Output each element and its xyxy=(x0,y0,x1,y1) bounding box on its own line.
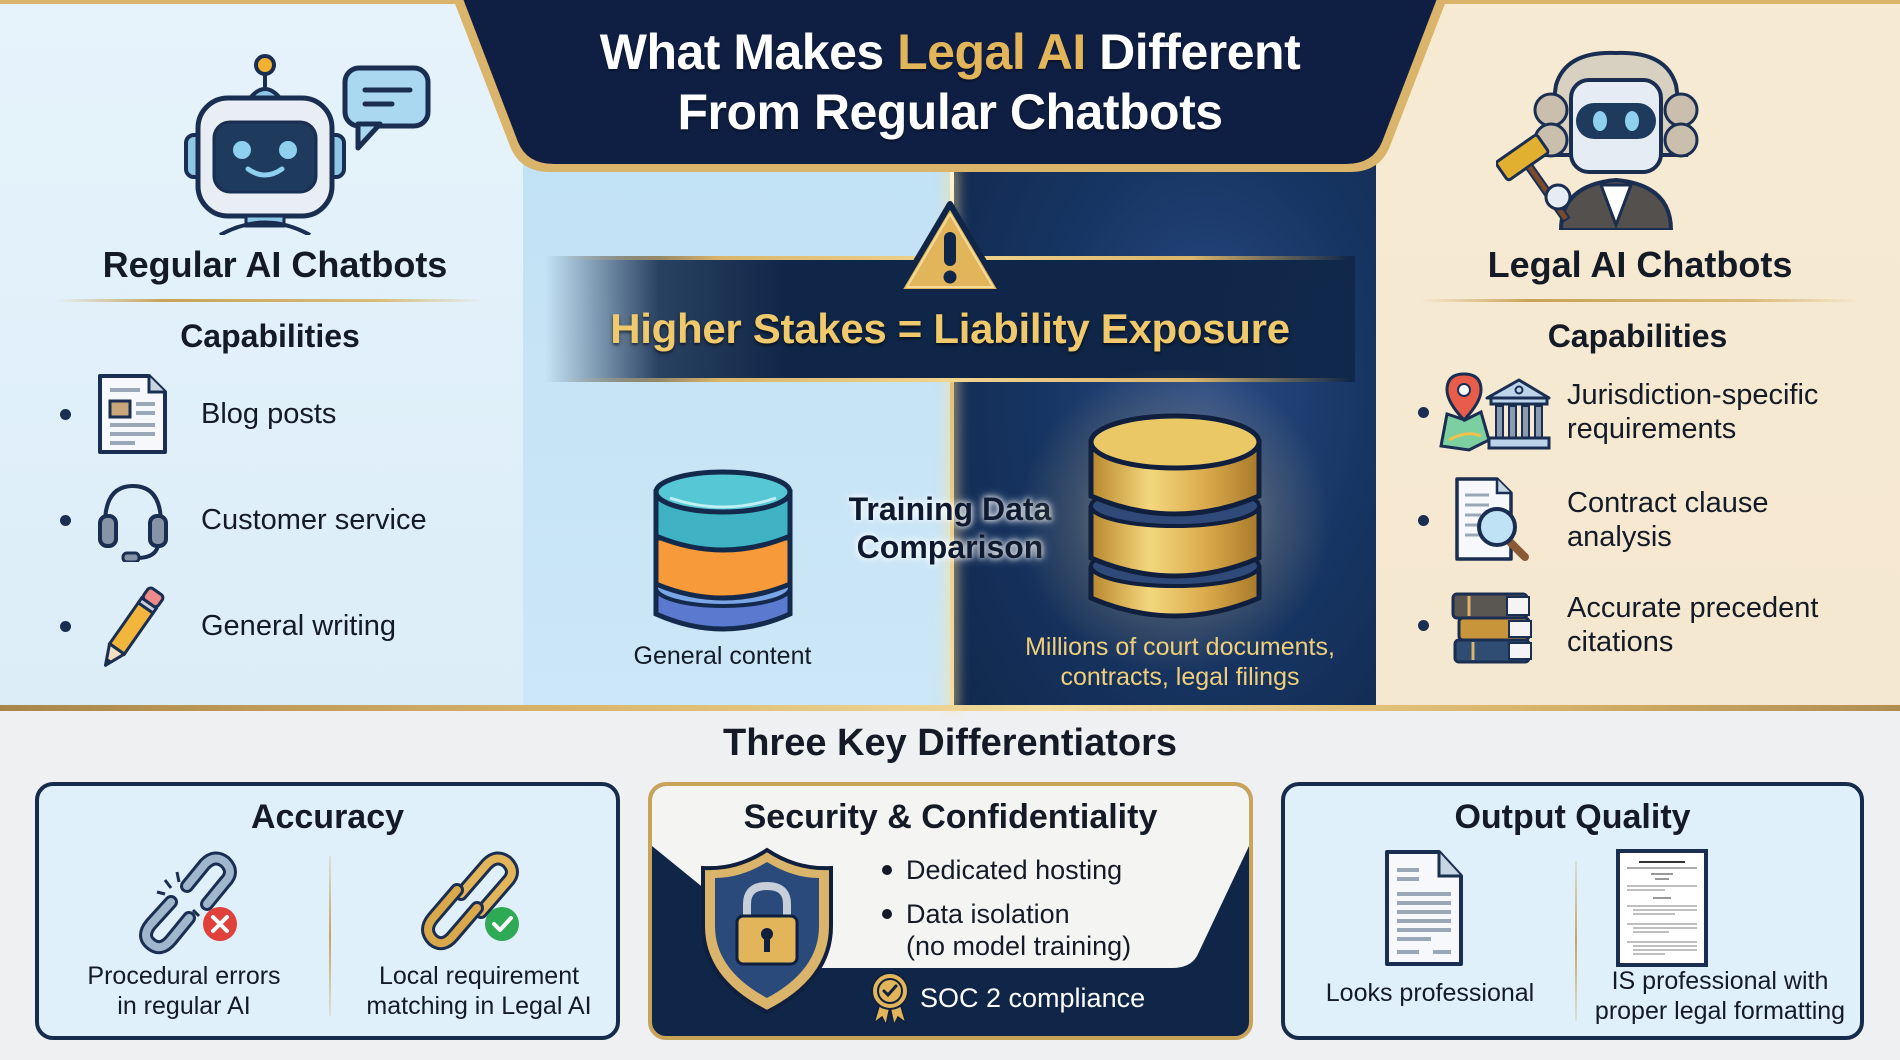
regular-capabilities-title: Capabilities xyxy=(180,318,360,354)
capability-label: Accurate precedent citations xyxy=(1567,591,1818,659)
capability-line1: Contract clause xyxy=(1567,487,1769,519)
title-banner: What Makes Legal AI Different From Regul… xyxy=(450,0,1450,176)
headset-icon xyxy=(95,478,171,562)
accuracy-title: Accuracy xyxy=(250,798,405,836)
capability-line1: Accurate precedent xyxy=(1567,592,1819,624)
accuracy-card: Accuracy Procedural errors in regular AI xyxy=(35,782,620,1040)
legal-capability-item: Contract clause analysis xyxy=(1418,475,1769,565)
accuracy-right-caption: Local requirement matching in Legal AI xyxy=(339,961,619,1021)
accuracy-separator xyxy=(329,856,331,1016)
security-bullet-line2: (no model training) xyxy=(906,931,1132,961)
broken-chain-icon xyxy=(127,846,247,961)
bullet-dot xyxy=(1418,406,1429,418)
books-icon xyxy=(1439,582,1551,668)
legal-content-line1: Millions of court documents, xyxy=(1025,633,1335,661)
document-icon xyxy=(95,372,171,456)
output-right-caption: IS professional with proper legal format… xyxy=(1580,966,1860,1026)
capability-label: Blog posts xyxy=(201,398,337,430)
regular-ai-heading: Regular AI Chatbots xyxy=(102,244,448,285)
caption-line2: in regular AI xyxy=(117,992,251,1020)
general-content-label: General content xyxy=(633,642,812,670)
title-text-part: What Makes xyxy=(599,24,898,80)
output-title: Output Quality xyxy=(1454,798,1691,836)
bullet-dot xyxy=(60,620,71,632)
capability-line2: citations xyxy=(1567,626,1674,658)
differentiators-title: Three Key Differentiators xyxy=(722,722,1177,764)
stakes-heading: Higher Stakes = Liability Exposure xyxy=(610,305,1290,352)
capability-label: Jurisdiction-specific requirements xyxy=(1567,378,1818,446)
output-separator xyxy=(1575,861,1577,1021)
center-glow-divider xyxy=(950,170,954,707)
title-line-2: From Regular Chatbots xyxy=(677,84,1223,140)
general-database-icon xyxy=(650,468,796,641)
caption-line1: Procedural errors xyxy=(87,962,281,990)
output-left-caption: Looks professional xyxy=(1325,979,1535,1007)
warning-icon xyxy=(892,198,1008,303)
regular-heading-rule xyxy=(55,299,485,302)
page-title: What Makes Legal AI Different From Regul… xyxy=(450,22,1450,142)
stakes-bottom-rule xyxy=(560,378,1350,382)
caption-line2: matching in Legal AI xyxy=(366,992,592,1020)
robot-chat-icon xyxy=(180,50,440,240)
security-bullet: Dedicated hosting xyxy=(882,854,1122,886)
regular-capability-item: General writing xyxy=(60,584,396,668)
soc-compliance-row: SOC 2 compliance xyxy=(870,971,1145,1025)
bullet-dot xyxy=(60,408,71,420)
security-bullet-line1: Data isolation xyxy=(906,899,1070,929)
legal-capability-item: Jurisdiction-specific requirements xyxy=(1418,370,1818,454)
regular-capability-item: Blog posts xyxy=(60,372,336,456)
bullet-dot xyxy=(60,514,71,526)
legal-capability-item: Accurate precedent citations xyxy=(1418,582,1818,668)
security-bullet-text: Data isolation (no model training) xyxy=(906,898,1131,962)
capability-label: Contract clause analysis xyxy=(1567,486,1769,554)
legal-document-icon xyxy=(1615,848,1709,973)
caption-line1: IS professional with xyxy=(1611,967,1829,995)
security-card: Security & Confidentiality Dedicated hos… xyxy=(648,782,1253,1040)
bullet-dot xyxy=(1418,619,1429,631)
title-text-part: Different xyxy=(1085,24,1301,80)
bullet-dot xyxy=(882,909,892,919)
security-bullet: Data isolation (no model training) xyxy=(882,898,1131,962)
plain-document-icon xyxy=(1383,848,1465,973)
award-badge-icon xyxy=(871,972,909,1025)
capability-line2: analysis xyxy=(1567,521,1672,553)
legal-heading-rule xyxy=(1420,299,1860,302)
regular-capability-item: Customer service xyxy=(60,478,427,562)
security-bullet-text: Dedicated hosting xyxy=(906,855,1123,885)
legal-content-label: Millions of court documents, contracts, … xyxy=(980,632,1380,692)
accuracy-left-caption: Procedural errors in regular AI xyxy=(59,961,309,1021)
soc-compliance-label: SOC 2 compliance xyxy=(920,982,1146,1013)
map-courthouse-icon xyxy=(1439,370,1551,454)
capability-line1: Jurisdiction-specific xyxy=(1567,379,1819,411)
pencil-icon xyxy=(95,584,171,668)
section-divider xyxy=(0,705,1900,711)
output-quality-card: Output Quality Looks professional xyxy=(1281,782,1864,1040)
caption-line1: Local requirement xyxy=(378,962,580,990)
error-x-icon xyxy=(202,906,238,947)
capability-label: Customer service xyxy=(201,504,427,536)
security-title: Security & Confidentiality xyxy=(743,798,1158,836)
legal-ai-heading: Legal AI Chatbots xyxy=(1487,244,1793,285)
capability-label: General writing xyxy=(201,610,397,642)
document-magnifier-icon xyxy=(1439,475,1551,565)
judge-robot-icon xyxy=(1495,45,1726,235)
legal-database-icon xyxy=(1085,408,1265,633)
legal-capabilities-title: Capabilities xyxy=(1547,318,1728,354)
title-banner-shape xyxy=(453,0,1447,172)
caption-line2: proper legal formatting xyxy=(1594,997,1846,1025)
bullet-dot xyxy=(1418,514,1429,526)
capability-line2: requirements xyxy=(1567,413,1737,445)
check-icon xyxy=(484,906,520,947)
gold-chain-icon xyxy=(409,846,529,961)
bullet-dot xyxy=(882,865,892,875)
shield-lock-icon xyxy=(697,846,837,1021)
title-highlight: Legal AI xyxy=(897,24,1086,80)
legal-content-line2: contracts, legal filings xyxy=(1060,663,1300,691)
